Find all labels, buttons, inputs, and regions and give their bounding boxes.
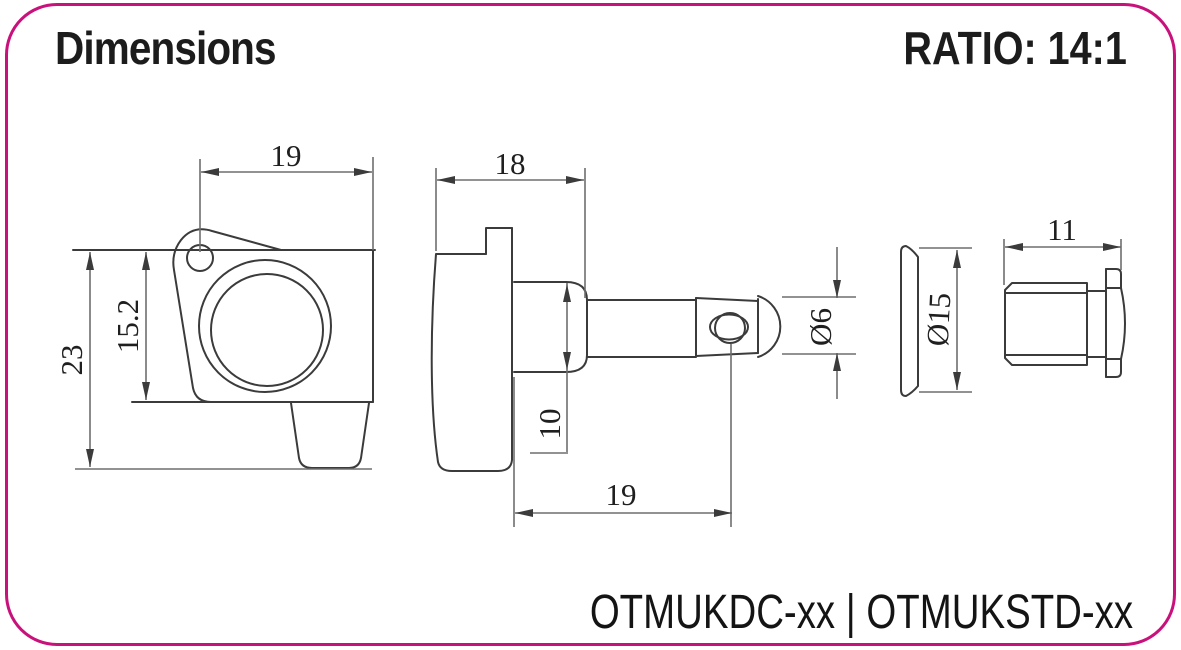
arrow-down — [833, 280, 841, 298]
flange-bottom-tab — [1105, 358, 1122, 378]
dim-label-bushing-length: 11 — [1047, 212, 1077, 247]
side-view-outline — [430, 227, 782, 472]
bushing-barrel — [1004, 282, 1088, 366]
post-end-cap — [757, 295, 782, 358]
arrow-left — [201, 168, 219, 176]
front-view: 19 23 15.2 — [54, 138, 376, 470]
bushing-view: 11 — [1003, 212, 1126, 378]
flange-dome — [1120, 287, 1126, 360]
dim-front-overall-height: 23 — [54, 252, 372, 470]
dim-label-overall-height: 23 — [54, 345, 89, 376]
arrow-right — [566, 176, 584, 184]
dim-label-collar-length: 10 — [532, 409, 567, 440]
collar-outline — [513, 281, 588, 373]
arrow-up — [86, 252, 94, 270]
arrow-down — [142, 382, 150, 400]
dim-label-housing-height: 15.2 — [110, 299, 145, 353]
dim-side-button-depth: 18 — [435, 146, 586, 298]
button-rib — [485, 227, 513, 255]
dim-bushing-length: 11 — [1003, 212, 1122, 285]
arrow-up — [563, 284, 571, 302]
washer-profile — [900, 245, 919, 397]
dim-front-housing-height: 15.2 — [110, 252, 150, 400]
arrow-down — [563, 352, 571, 370]
arrow-up — [953, 250, 961, 268]
gear-ratio-label: RATIO: 14:1 — [903, 22, 1127, 74]
dim-label-post-diameter: Ø6 — [803, 308, 838, 346]
arrow-up — [833, 353, 841, 371]
dim-label-post-length: 19 — [606, 477, 637, 512]
flange-top-tab — [1105, 268, 1122, 289]
page-title: Dimensions — [55, 22, 277, 74]
post-bottom — [695, 352, 759, 357]
arrow-left — [515, 509, 533, 517]
arrow-left — [1005, 243, 1023, 251]
string-hole-inner — [714, 312, 746, 344]
dim-label-button-depth: 18 — [495, 146, 526, 181]
arrow-up — [142, 252, 150, 270]
mounting-plate-outline — [172, 228, 282, 403]
dim-side-post-diameter: Ø6 — [782, 247, 856, 399]
model-codes: OTMUKDC-xx | OTMUKSTD-xx — [589, 586, 1133, 639]
dim-washer-diameter: Ø15 — [919, 247, 972, 393]
dim-label-washer-diameter: Ø15 — [920, 292, 958, 347]
front-view-outline — [72, 228, 376, 469]
washer-view: Ø15 — [900, 245, 972, 397]
tuning-button-side — [430, 227, 513, 472]
dim-side-post-length: 19 — [513, 344, 732, 527]
string-hole-outer — [709, 313, 749, 341]
side-view: 18 10 19 Ø6 — [430, 146, 856, 527]
frame-border — [5, 3, 1176, 646]
arrow-down — [953, 372, 961, 390]
arrow-down — [86, 449, 94, 467]
bushing-outline — [1004, 268, 1126, 378]
tuning-button-front — [290, 402, 370, 469]
dim-label-head-width: 19 — [271, 138, 302, 173]
arrow-right — [1103, 243, 1121, 251]
arrow-right — [354, 168, 372, 176]
gear-housing-circle — [198, 259, 332, 393]
post-top — [695, 297, 759, 302]
dim-front-head-width: 19 — [199, 138, 374, 252]
gear-cover-circle — [210, 273, 324, 387]
arrow-right — [714, 509, 732, 517]
dim-side-collar-length: 10 — [530, 283, 571, 454]
arrow-left — [437, 176, 455, 184]
